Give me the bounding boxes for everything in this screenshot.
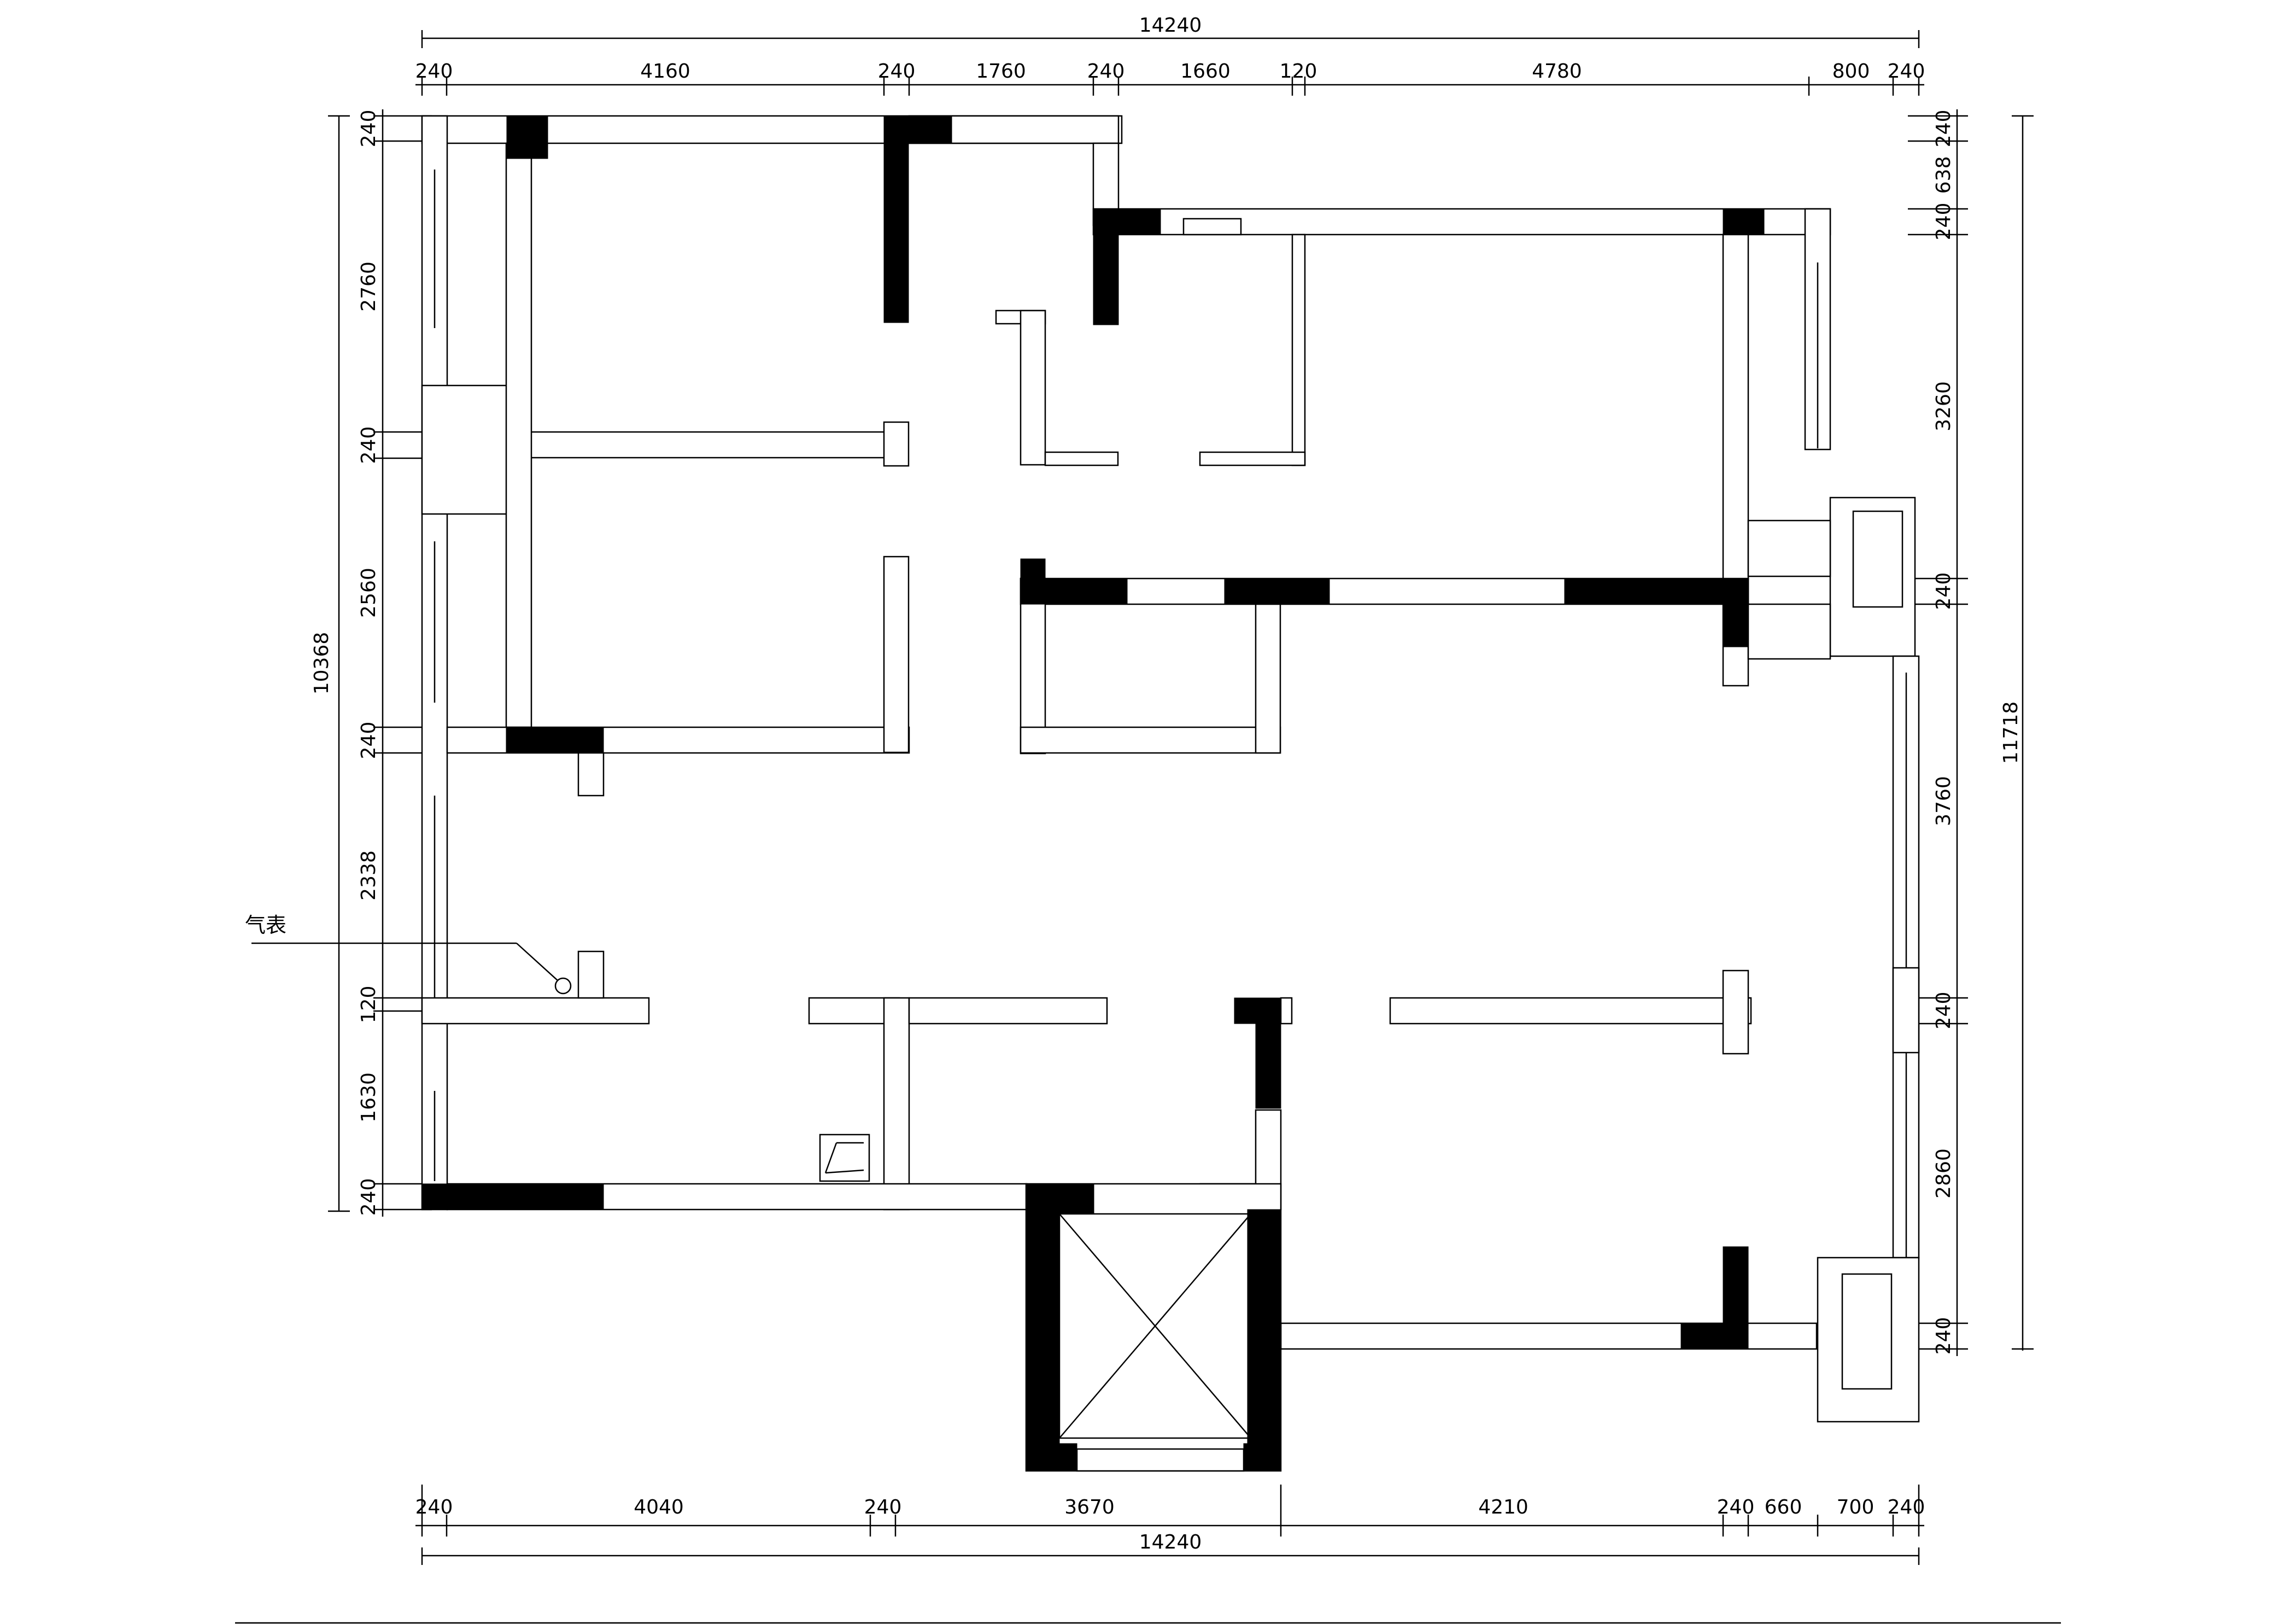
bottom-dim-6: 240 bbox=[1717, 1496, 1755, 1518]
top-dimensions: 14240 240 4160 240 1760 240 1660 120 478… bbox=[415, 14, 1925, 96]
top-dim-1: 240 bbox=[415, 60, 453, 83]
top-dim-8: 4780 bbox=[1532, 60, 1582, 83]
walls bbox=[421, 115, 1920, 1472]
bottom-dim-8: 700 bbox=[1837, 1496, 1875, 1518]
bottom-overall-dim: 14240 bbox=[1139, 1531, 1202, 1553]
bottom-dim-4: 3670 bbox=[1064, 1496, 1115, 1518]
top-dim-4: 1760 bbox=[976, 60, 1026, 83]
right-dim-7: 240 bbox=[1932, 992, 1955, 1030]
bottom-dim-7: 660 bbox=[1765, 1496, 1802, 1518]
top-dim-9: 800 bbox=[1832, 60, 1870, 83]
left-dim-4: 2560 bbox=[358, 568, 380, 618]
left-dimensions: 10368 240 2760 240 2560 240 2338 120 163… bbox=[311, 109, 432, 1217]
right-dim-4: 3260 bbox=[1932, 381, 1955, 431]
left-dim-9: 240 bbox=[358, 1178, 380, 1216]
top-dim-3: 240 bbox=[878, 60, 916, 83]
left-dim-6: 2338 bbox=[358, 850, 380, 901]
top-dim-5: 240 bbox=[1087, 60, 1125, 83]
left-dim-2: 2760 bbox=[358, 261, 380, 312]
right-dim-8: 2860 bbox=[1932, 1148, 1955, 1199]
bottom-dim-1: 240 bbox=[415, 1496, 453, 1518]
structural-columns bbox=[421, 115, 1765, 1471]
left-dim-5: 240 bbox=[358, 722, 380, 760]
right-dimensions: 240 638 240 3260 240 3760 240 2860 240 1… bbox=[1908, 109, 2034, 1356]
gas-meter-annotation: 气表 bbox=[245, 913, 558, 981]
right-overall-dim: 11718 bbox=[2000, 702, 2022, 764]
right-dim-3: 240 bbox=[1932, 203, 1955, 241]
left-dim-8: 1630 bbox=[358, 1072, 380, 1123]
top-overall-dim: 14240 bbox=[1139, 14, 1202, 37]
bottom-dim-2: 4040 bbox=[634, 1496, 684, 1518]
left-overall-dim: 10368 bbox=[311, 632, 333, 695]
right-dim-2: 638 bbox=[1932, 156, 1955, 194]
right-dim-9: 240 bbox=[1932, 1317, 1955, 1355]
top-dim-7: 120 bbox=[1280, 60, 1317, 83]
left-dim-3: 240 bbox=[358, 427, 380, 464]
right-dim-6: 3760 bbox=[1932, 776, 1955, 826]
top-dim-2: 4160 bbox=[640, 60, 690, 83]
bottom-dim-9: 240 bbox=[1888, 1496, 1925, 1518]
top-dim-10: 240 bbox=[1888, 60, 1925, 83]
left-dim-7: 120 bbox=[358, 986, 380, 1024]
right-dim-1: 240 bbox=[1932, 110, 1955, 148]
bottom-dim-5: 4210 bbox=[1478, 1496, 1528, 1518]
right-dim-5: 240 bbox=[1932, 573, 1955, 610]
bottom-dim-3: 240 bbox=[864, 1496, 902, 1518]
left-dim-1: 240 bbox=[358, 110, 380, 148]
bottom-dimensions: 240 4040 240 3670 4210 240 660 700 240 1… bbox=[415, 1485, 1925, 1565]
gas-meter-label: 气表 bbox=[245, 913, 286, 937]
top-dim-6: 1660 bbox=[1180, 60, 1231, 83]
